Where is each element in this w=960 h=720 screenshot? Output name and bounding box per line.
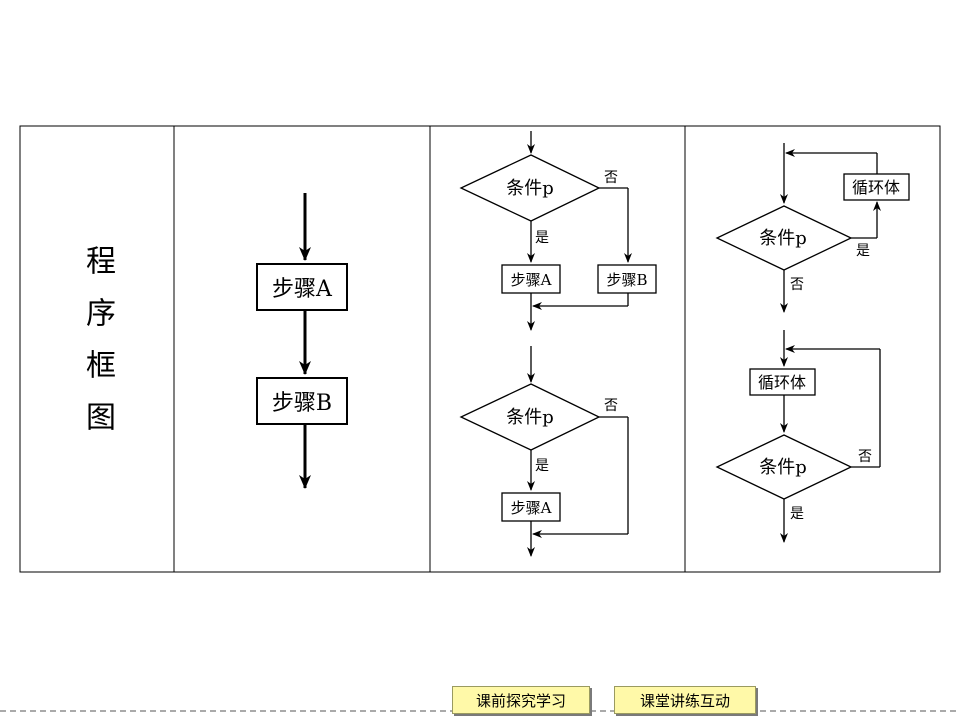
branch1-yes-label: 是	[535, 230, 549, 246]
nav-button-preview-study[interactable]: 课前探究学习	[452, 686, 590, 714]
branch2-step-a-box	[501, 492, 561, 522]
loop2-no-label: 否	[858, 449, 872, 465]
branch1-step-b-label: 步骤B	[606, 271, 647, 289]
loop2-yes-label: 是	[790, 506, 804, 522]
branch1-no-label: 否	[604, 170, 618, 186]
branch1-condition-label: 条件p	[506, 178, 554, 199]
branch1-step-b-box	[597, 264, 657, 294]
branch-if-only	[459, 346, 629, 557]
table-grid	[19, 125, 941, 573]
branch1-step-a-box	[501, 264, 561, 294]
loop2-body-box	[749, 368, 816, 396]
branch2-yes-label: 是	[535, 458, 549, 474]
loop1-body-label: 循环体	[852, 178, 900, 197]
loop-while	[715, 143, 910, 313]
loop2-condition-label: 条件p	[759, 457, 807, 478]
branch1-step-a-label: 步骤A	[511, 271, 552, 289]
loop1-condition-label: 条件p	[759, 228, 807, 249]
row-header-text: 程序框图	[80, 245, 115, 453]
nav-button-class-interaction[interactable]: 课堂讲练互动	[614, 686, 756, 714]
sequence-step-b-box	[256, 377, 348, 425]
loop1-body-box	[843, 173, 910, 201]
branch2-condition-label: 条件p	[506, 407, 554, 428]
sequence-step-b-label: 步骤B	[272, 391, 332, 416]
sequence-step-a-box	[256, 263, 348, 311]
loop1-yes-label: 是	[856, 243, 870, 259]
branch-if-else	[459, 131, 657, 331]
loop2-body-label: 循环体	[758, 373, 806, 392]
loop-until	[715, 330, 881, 543]
row-header: 程序框图	[20, 126, 174, 572]
sequence-structure: 步骤A 步骤B	[256, 193, 348, 489]
sequence-step-a-label: 步骤A	[272, 277, 333, 302]
loop1-no-label: 否	[790, 277, 804, 293]
branch2-step-a-label: 步骤A	[511, 499, 552, 517]
branch2-no-label: 否	[604, 398, 618, 414]
